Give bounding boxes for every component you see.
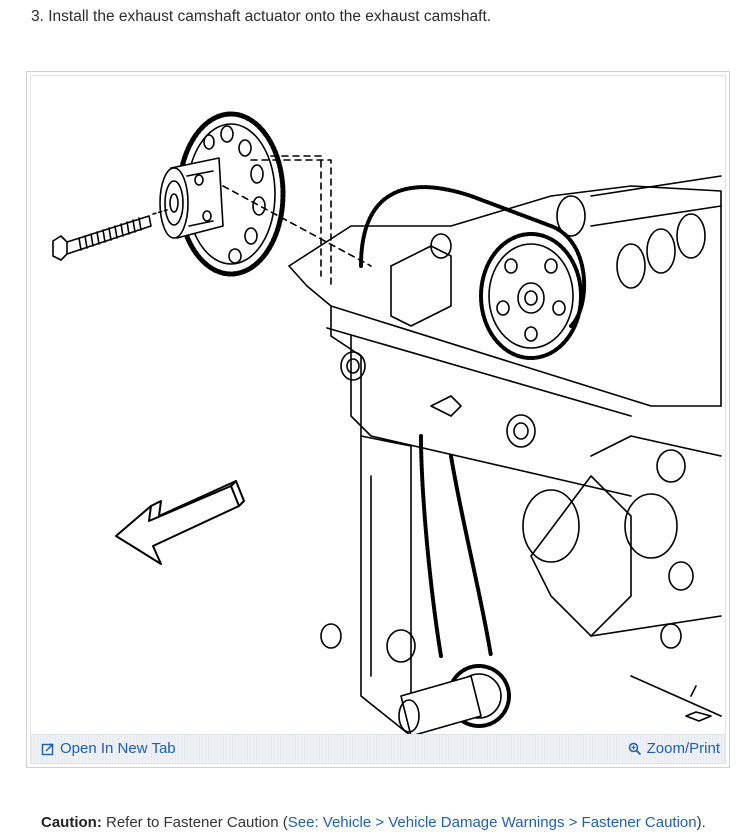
magnifier-icon: [628, 742, 641, 755]
upper-timing-chain: [359, 185, 587, 328]
zoom-print-label: Zoom/Print: [646, 740, 720, 757]
figure-toolbar: Open In New Tab Zoom/Print: [31, 734, 725, 763]
orientation-symbol: [685, 685, 712, 722]
caution-note: Caution: Refer to Fastener Caution (See:…: [41, 814, 706, 831]
figure-inner: Open In New Tab Zoom/Print: [30, 75, 726, 764]
camshaft-actuator-body: [159, 157, 224, 239]
open-in-new-tab-label: Open In New Tab: [60, 740, 176, 757]
camshaft-lobes: [390, 175, 722, 327]
front-direction-arrow: [115, 480, 245, 565]
alignment-lines: [222, 155, 372, 287]
open-new-tab-icon: [41, 743, 54, 755]
caution-label: Caution:: [41, 814, 102, 831]
cylinder-head: [288, 185, 722, 497]
fastener-caution-link[interactable]: See: Vehicle > Vehicle Damage Warnings >…: [287, 814, 697, 831]
caution-text-end: ).: [696, 814, 706, 831]
zoom-print-link[interactable]: Zoom/Print: [628, 740, 720, 757]
lower-timing-chain: [419, 434, 493, 658]
figure-frame: Open In New Tab Zoom/Print: [26, 71, 730, 768]
actuator-bolt: [52, 209, 168, 261]
installed-cam-sprocket: [479, 232, 583, 360]
open-in-new-tab-link[interactable]: Open In New Tab: [41, 740, 176, 757]
step-instruction: 3. Install the exhaust camshaft actuator…: [31, 8, 492, 25]
engine-front-cover: [320, 335, 722, 736]
caution-text: Refer to Fastener Caution (: [106, 814, 288, 831]
engine-diagram: [52, 111, 722, 736]
crankshaft-sprocket: [398, 664, 511, 736]
